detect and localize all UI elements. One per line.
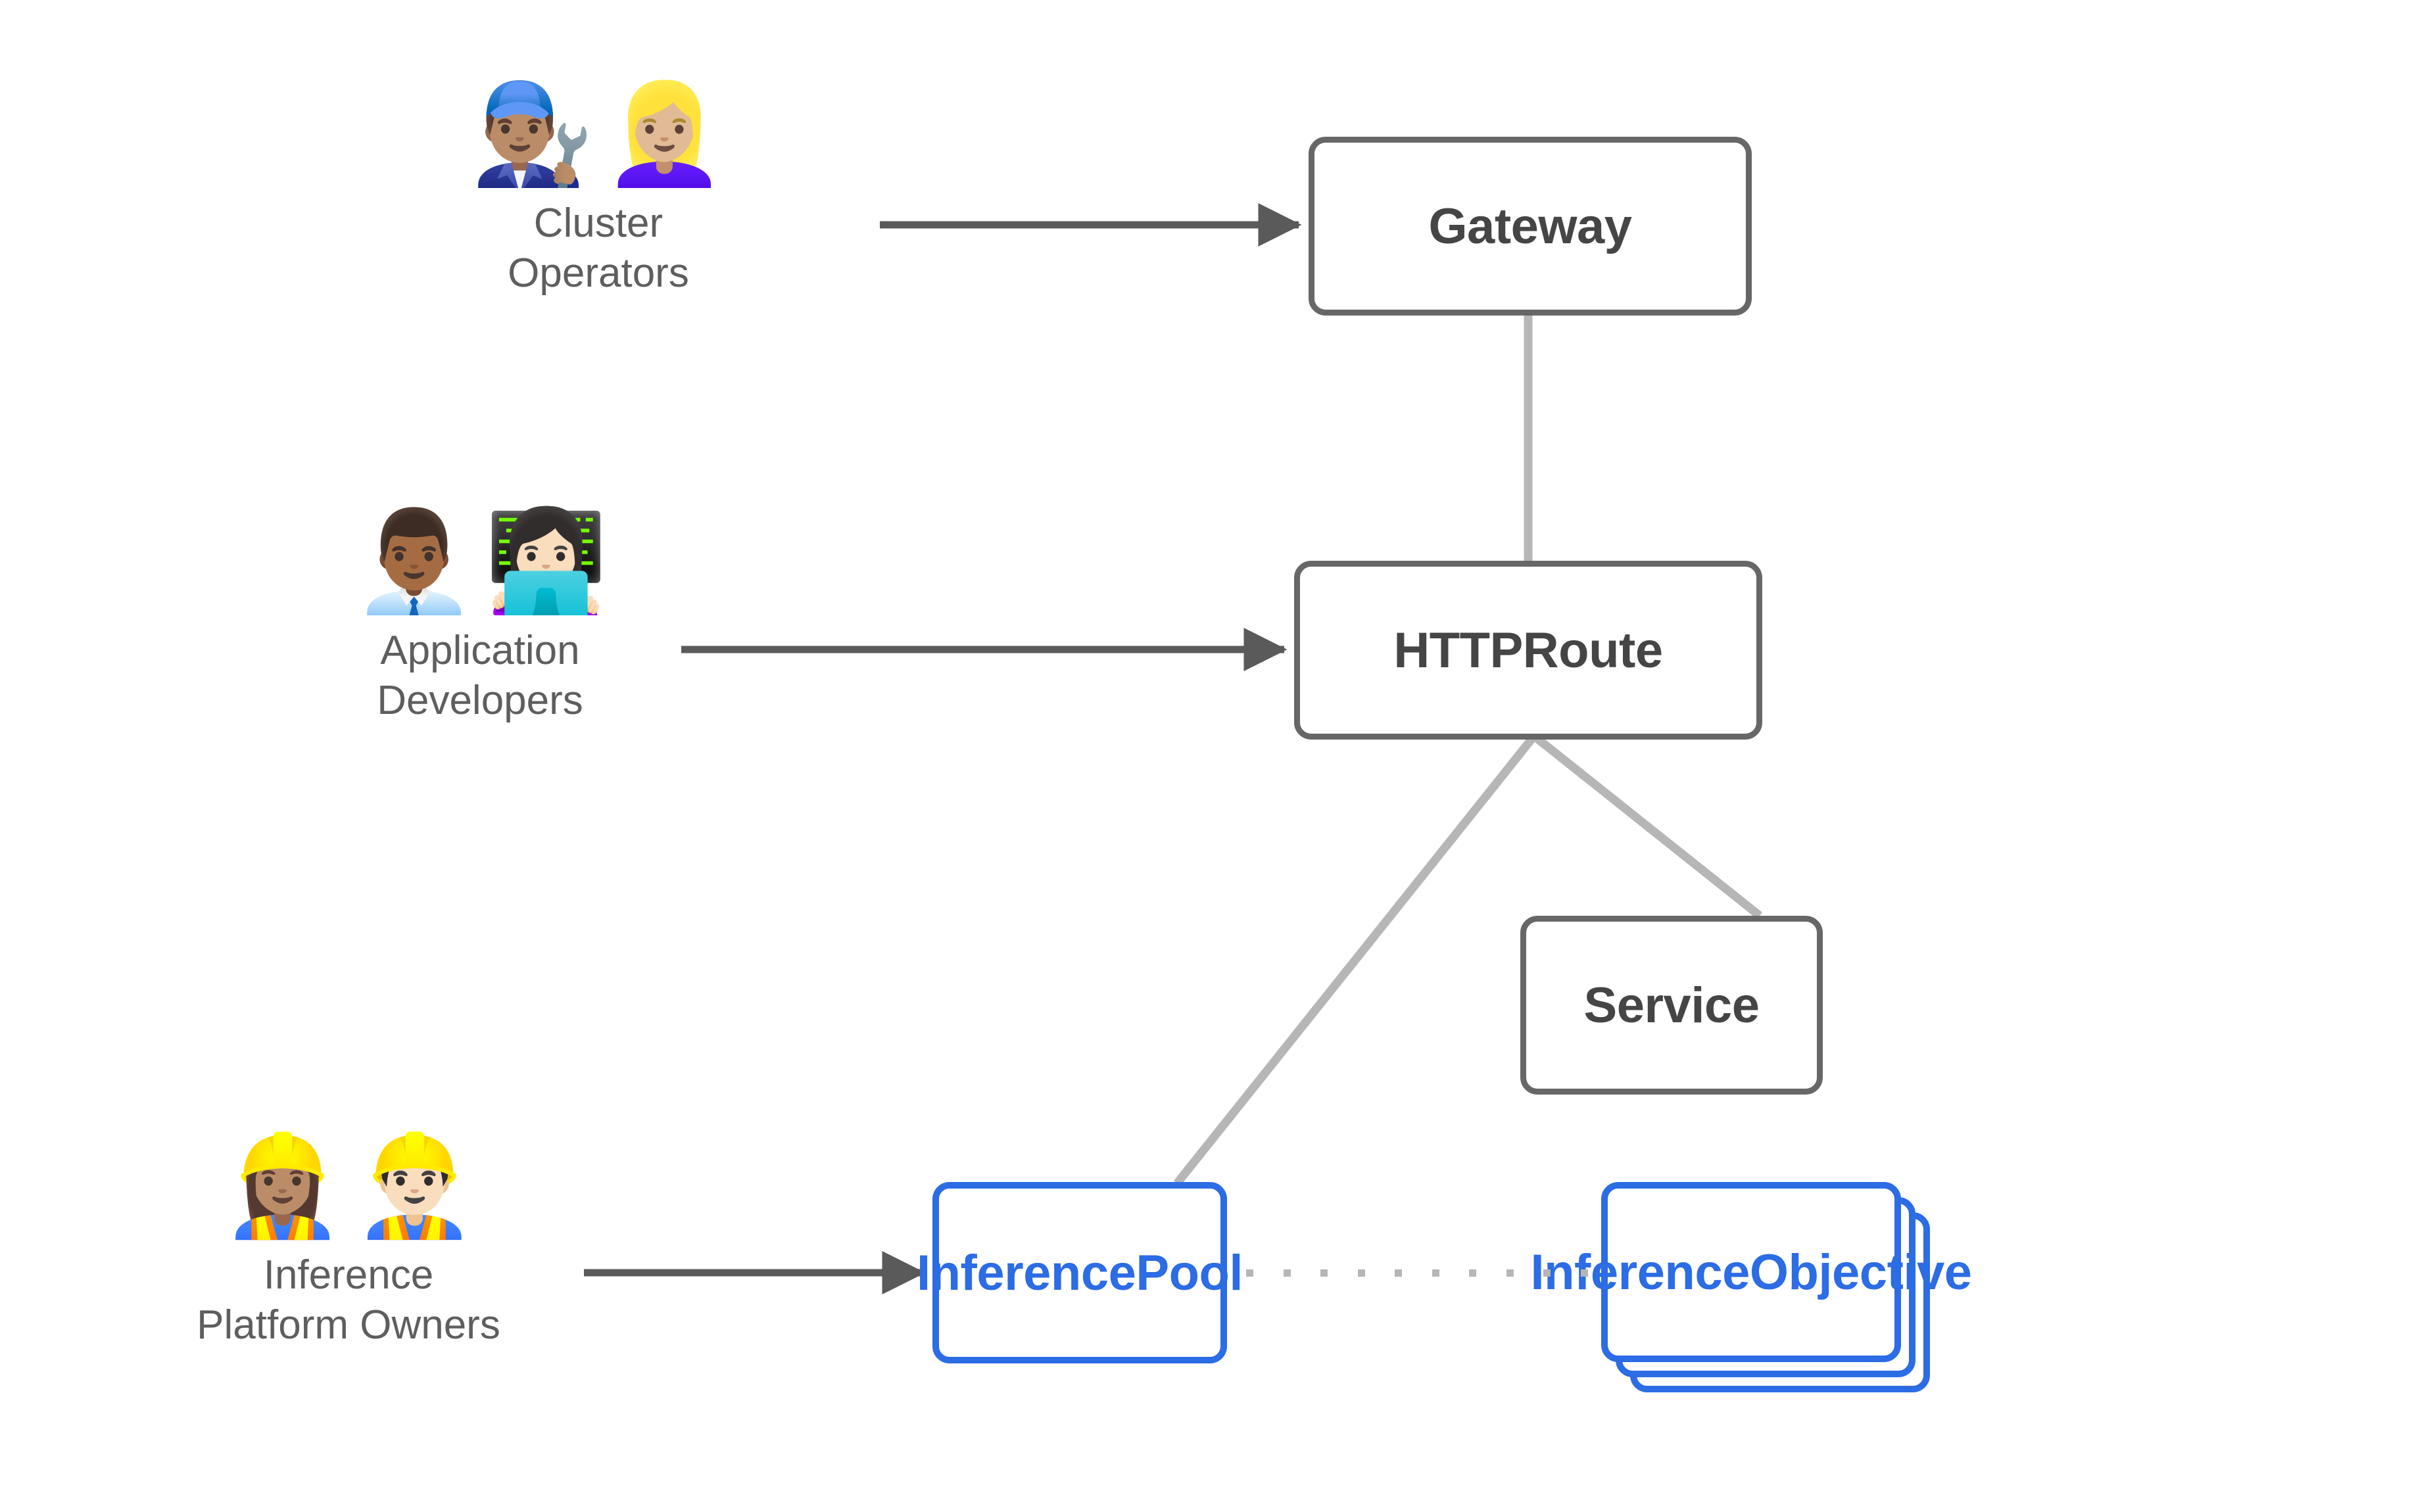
dot: [1283, 1269, 1291, 1277]
dot: [1506, 1269, 1514, 1277]
persona-inference-platform-owners: 👷🏽‍♀️👷🏻‍♂️ Inference Platform Owners: [132, 1131, 566, 1350]
edge-httproute-to-inferencepool: [1173, 734, 1537, 1187]
persona-application-developers: 👨🏾‍💼👩🏻‍💻 Application Developers: [296, 506, 664, 725]
node-inferencepool-label: InferencePool: [916, 1244, 1243, 1301]
node-gateway[interactable]: Gateway: [1309, 137, 1752, 316]
cluster-operators-emoji: 👨🏽‍🔧👱🏼‍♀️: [471, 77, 735, 191]
dot: [1469, 1269, 1477, 1277]
application-developers-label: Application Developers: [377, 628, 583, 723]
node-gateway-label: Gateway: [1428, 198, 1632, 254]
dot: [1320, 1269, 1328, 1277]
node-inferenceobjective-label: InferenceObjective: [1530, 1244, 1972, 1300]
node-inferenceobjective-stack[interactable]: InferenceObjective: [1530, 1182, 1972, 1392]
edge-httproute-to-service: [1533, 734, 1763, 920]
application-developers-emoji: 👨🏾‍💼👩🏻‍💻: [352, 504, 617, 619]
node-inferencepool[interactable]: InferencePool: [917, 1182, 1243, 1363]
dot: [1395, 1269, 1403, 1277]
dot: [1357, 1269, 1365, 1277]
persona-cluster-operators: 👨🏽‍🔧👱🏼‍♀️ Cluster Operators: [421, 79, 776, 298]
node-httproute-label: HTTPRoute: [1393, 622, 1663, 678]
node-service-label: Service: [1583, 977, 1760, 1033]
dot: [1432, 1269, 1439, 1277]
edge-inferencepool-to-inferenceobjective: [1246, 1269, 1588, 1277]
inference-platform-owners-label: Inference Platform Owners: [197, 1252, 500, 1348]
dot: [1246, 1269, 1253, 1277]
dot: [1580, 1269, 1588, 1277]
inference-platform-owners-emoji: 👷🏽‍♀️👷🏻‍♂️: [221, 1129, 485, 1243]
node-service[interactable]: Service: [1520, 916, 1823, 1095]
dot: [1543, 1269, 1551, 1277]
node-inferenceobjective[interactable]: InferenceObjective: [1530, 1182, 1972, 1362]
cluster-operators-label: Cluster Operators: [508, 201, 689, 296]
node-httproute[interactable]: HTTPRoute: [1294, 561, 1762, 740]
